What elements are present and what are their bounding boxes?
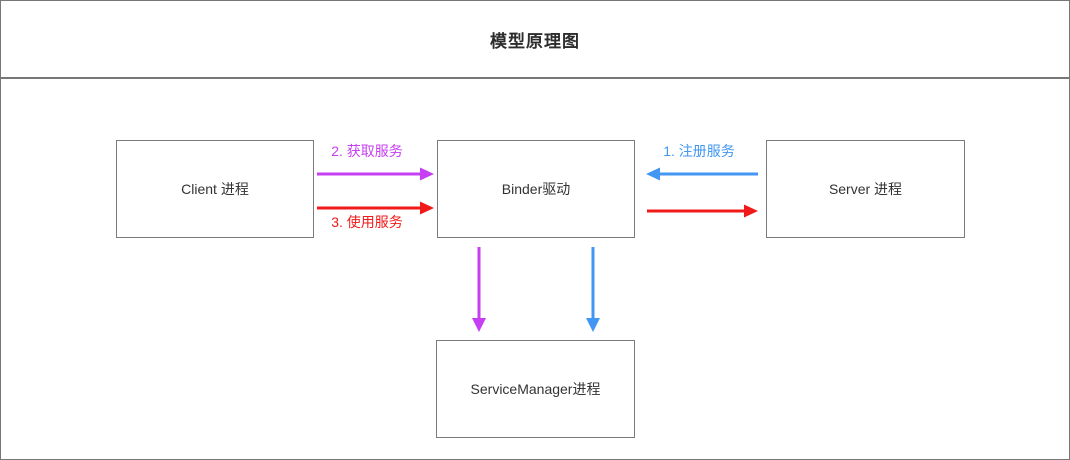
- arrowhead-right-icon: [420, 201, 434, 215]
- edge-acquire: 2. 获取服务: [317, 143, 434, 181]
- node-client-label: Client 进程: [181, 181, 249, 197]
- edge-use-forward: [647, 204, 758, 218]
- arrowhead-left-icon: [646, 167, 660, 181]
- edge-use-label: 3. 使用服务: [331, 214, 403, 230]
- node-server: Server 进程: [766, 140, 965, 238]
- edge-register-label: 1. 注册服务: [663, 143, 735, 159]
- node-client: Client 进程: [116, 140, 314, 238]
- edge-use: 3. 使用服务: [317, 201, 434, 230]
- node-servicemanager-label: ServiceManager进程: [470, 381, 601, 397]
- node-server-label: Server 进程: [828, 181, 903, 197]
- edge-register: 1. 注册服务: [646, 143, 758, 181]
- arrowhead-right-icon: [744, 204, 758, 218]
- node-binder: Binder驱动: [437, 140, 635, 238]
- diagram-header: 模型原理图: [1, 1, 1069, 79]
- edge-register-forward: [586, 247, 600, 332]
- page-title: 模型原理图: [490, 31, 580, 51]
- arrowhead-down-icon: [586, 318, 600, 332]
- edge-acquire-forward: [472, 247, 486, 332]
- edge-acquire-label: 2. 获取服务: [331, 143, 403, 159]
- arrowhead-right-icon: [420, 167, 434, 181]
- arrowhead-down-icon: [472, 318, 486, 332]
- node-servicemanager: ServiceManager进程: [436, 340, 635, 438]
- node-binder-label: Binder驱动: [501, 181, 571, 197]
